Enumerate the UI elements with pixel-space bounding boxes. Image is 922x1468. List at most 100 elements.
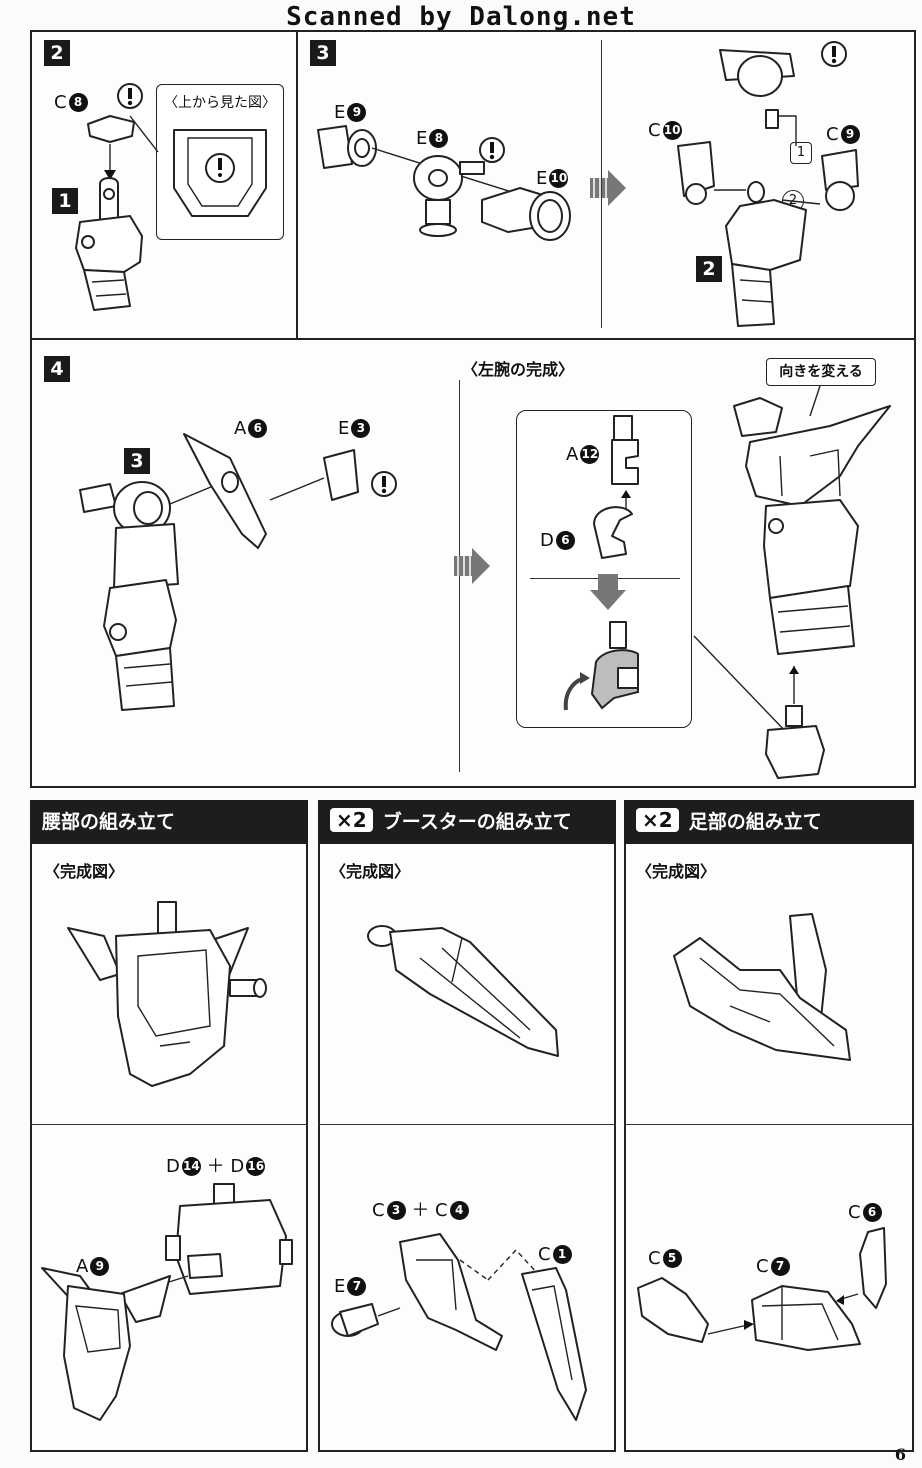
- part-number: 12: [580, 445, 600, 464]
- part-letter: C: [372, 1200, 385, 1221]
- part-number: 16: [246, 1157, 266, 1176]
- plus-sign: ＋: [411, 1200, 430, 1221]
- caution-icon: [117, 83, 143, 109]
- sub-step-2: 2: [696, 256, 722, 282]
- booster-parts-drawing: [331, 1233, 587, 1421]
- booster-assembly-header: ×2 ブースターの組み立て: [318, 800, 616, 844]
- part-number: 14: [181, 1157, 201, 1176]
- caution-icon: [821, 41, 847, 67]
- part-letter: C: [54, 92, 67, 113]
- top-view-label: 〈上から見た図〉: [164, 95, 276, 111]
- quantity-badge: ×2: [330, 808, 373, 832]
- foot-parts-drawing: [637, 1227, 887, 1351]
- part-number: 10: [662, 121, 682, 140]
- part-number: 10: [549, 169, 569, 188]
- part-number: 4: [449, 1201, 469, 1220]
- waist-assembly-header: 腰部の組み立て: [30, 800, 308, 844]
- left-arm-complete-caption: 〈左腕の完成〉: [462, 360, 575, 379]
- step-3-divider: [601, 40, 602, 328]
- forearm-part-drawing: [75, 115, 143, 311]
- section-title: 足部の組み立て: [688, 811, 822, 833]
- striped-arrow-icon: [590, 170, 626, 206]
- part-number: 9: [840, 125, 860, 144]
- foot-complete-drawing: [673, 913, 851, 1061]
- part-number: 9: [90, 1257, 110, 1276]
- step-4-number: 4: [44, 356, 70, 382]
- part-letter: D: [166, 1156, 180, 1177]
- page-number: 6: [894, 1445, 906, 1464]
- part-letter: E: [536, 168, 548, 189]
- part-number: 3: [351, 419, 371, 438]
- part-letter: A: [234, 418, 247, 439]
- top-view-drawing: [173, 129, 267, 217]
- part-letter: D: [230, 1156, 245, 1177]
- part-number: 6: [248, 419, 268, 438]
- part-letter: C: [538, 1244, 551, 1265]
- part-letter: C: [848, 1202, 861, 1223]
- sub-step-3: 3: [124, 448, 150, 474]
- part-number: 1: [552, 1245, 572, 1264]
- turn-direction-callout: 向きを変える: [766, 358, 876, 386]
- part-letter: E: [338, 418, 350, 439]
- part-number: 8: [429, 129, 449, 148]
- part-number: 6: [862, 1203, 882, 1222]
- part-number: 8: [68, 93, 88, 112]
- part-letter: A: [76, 1256, 89, 1277]
- order-1-hex: 1: [790, 142, 812, 164]
- striped-arrow-icon: [454, 548, 490, 584]
- foot-section-divider: [624, 1124, 914, 1125]
- caution-icon: [371, 471, 397, 497]
- part-number: 3: [386, 1201, 406, 1220]
- booster-complete-drawing: [367, 925, 559, 1057]
- waist-complete-drawing: [67, 901, 267, 1087]
- sub-step-1: 1: [52, 188, 78, 214]
- part-letter: C: [435, 1200, 448, 1221]
- booster-complete-caption: 〈完成図〉: [330, 862, 411, 881]
- foot-complete-caption: 〈完成図〉: [636, 862, 717, 881]
- waist-parts-drawing: [41, 1183, 293, 1421]
- callout-pointer: [129, 115, 159, 153]
- hand-parts-drawing: [593, 415, 639, 559]
- assembled-shoulder-drawing: [677, 49, 859, 327]
- part-letter: C: [756, 1256, 769, 1277]
- section-title: ブースターの組み立て: [382, 811, 572, 833]
- plus-sign: ＋: [206, 1156, 225, 1177]
- part-number: 7: [770, 1257, 790, 1276]
- quantity-badge: ×2: [636, 808, 679, 832]
- step-3-number: 3: [310, 40, 336, 66]
- part-letter: C: [826, 124, 839, 145]
- down-arrow-icon: [590, 574, 626, 610]
- part-letter: E: [334, 1276, 346, 1297]
- part-letter: A: [566, 444, 579, 465]
- step-2-number: 2: [44, 40, 70, 66]
- foot-assembly-header: ×2 足部の組み立て: [624, 800, 914, 844]
- completed-left-arm-drawing: [693, 385, 891, 779]
- booster-section-divider: [318, 1124, 616, 1125]
- hand-assembled-drawing: [563, 621, 639, 711]
- part-letter: E: [334, 102, 346, 123]
- part-letter: C: [648, 1248, 661, 1269]
- part-number: 5: [662, 1249, 682, 1268]
- arm-with-shield-drawing: [79, 433, 359, 711]
- part-letter: D: [540, 530, 554, 551]
- shoulder-joint-drawing: [317, 125, 571, 241]
- section-title: 腰部の組み立て: [42, 811, 176, 833]
- part-letter: C: [648, 120, 661, 141]
- waist-section-divider: [30, 1124, 308, 1125]
